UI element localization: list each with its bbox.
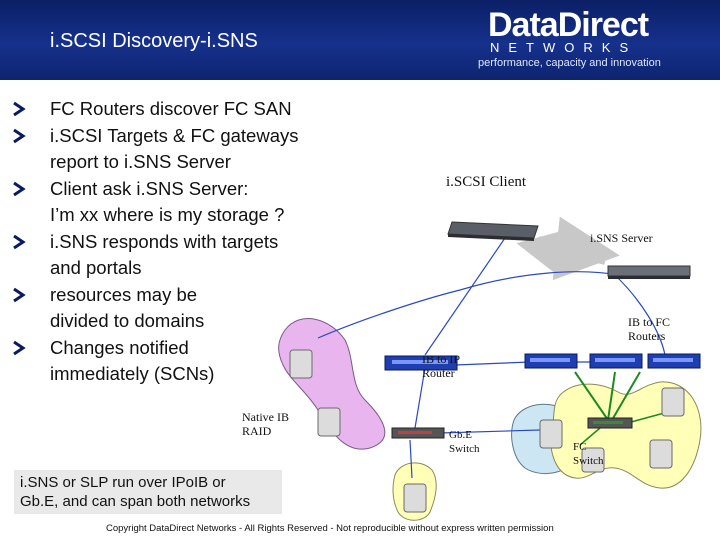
chevron-right-icon xyxy=(13,181,26,196)
chevron-right-icon xyxy=(13,101,26,117)
fc-link xyxy=(607,371,616,421)
native-ib-raid-label: Native IB RAID xyxy=(242,410,289,438)
company-logo: DataDirect xyxy=(488,6,649,44)
bullet-item: i.SCSI Targets & FC gateways report to i… xyxy=(12,123,332,176)
bullet-item: Client ask i.SNS Server: I’m xx where is… xyxy=(12,176,332,229)
iscsi-client-device xyxy=(447,221,539,241)
connection-line xyxy=(414,367,426,429)
connection-line xyxy=(317,289,461,339)
bullet-item: FC Routers discover FC SAN xyxy=(12,96,332,123)
storage-disk-icon xyxy=(289,349,685,513)
chevron-right-icon xyxy=(13,128,26,143)
connection-line xyxy=(439,429,541,434)
bullet-text: Changes notified immediately (SCNs) xyxy=(50,336,215,385)
slide-title: i.SCSI Discovery-i.SNS xyxy=(50,30,258,52)
bullet-text: FC Routers discover FC SAN xyxy=(50,98,292,119)
bullet-text: i.SNS responds with targets and portals xyxy=(50,230,279,279)
note-box: i.SNS or SLP run over IPoIB or Gb.E, and… xyxy=(14,470,282,514)
connection-line xyxy=(617,277,666,356)
bullet-item: i.SNS responds with targets and portals xyxy=(12,229,332,282)
bullet-text: resources may be divided to domains xyxy=(50,283,205,332)
fc-switch-label: FC Switch xyxy=(573,441,604,467)
bullet-text: i.SCSI Targets & FC gateways report to i… xyxy=(50,124,299,173)
isns-server-device xyxy=(607,265,691,279)
ib-to-ip-router-device xyxy=(384,355,458,371)
chevron-right-icon xyxy=(13,340,26,355)
iscsi-client-label: i.SCSI Client xyxy=(446,174,527,190)
header-bar: i.SCSI Discovery-i.SNS DataDirect NETWOR… xyxy=(0,0,720,80)
bullet-text: Client ask i.SNS Server: I’m xx where is… xyxy=(50,177,285,226)
isns-server-label: i.SNS Server xyxy=(590,231,653,245)
bullet-item: Changes notified immediately (SCNs) xyxy=(12,335,332,388)
connection-line xyxy=(454,361,531,366)
bullet-item: resources may be divided to domains xyxy=(12,282,332,335)
copyright-footer: Copyright DataDirect Networks - All Righ… xyxy=(106,523,554,534)
ib-to-fc-router-device xyxy=(589,353,643,369)
ib-to-fc-router-device xyxy=(647,353,701,369)
logo-subtitle: NETWORKS xyxy=(490,40,638,55)
ib-to-fc-router-device xyxy=(524,353,578,369)
chevron-right-icon xyxy=(13,234,26,249)
chevron-right-icon xyxy=(13,287,26,302)
connection-line xyxy=(409,439,413,479)
fc-link xyxy=(611,371,641,421)
bullet-list: FC Routers discover FC SAN i.SCSI Target… xyxy=(12,96,332,388)
fc-link xyxy=(574,371,609,421)
gbe-switch-label: Gb.E Switch xyxy=(449,429,480,455)
connection-line xyxy=(424,237,506,356)
fc-link xyxy=(579,427,601,446)
ib-to-fc-routers-label: IB to FC Routers xyxy=(628,315,671,343)
logo-tagline: performance, capacity and innovation xyxy=(478,57,661,69)
ib-to-ip-router-label: IB to IP Router xyxy=(422,352,461,380)
connection-line xyxy=(459,271,619,291)
gbe-switch-device xyxy=(391,427,445,439)
fc-switch-device xyxy=(587,417,633,429)
server-response-arrow xyxy=(516,229,606,277)
